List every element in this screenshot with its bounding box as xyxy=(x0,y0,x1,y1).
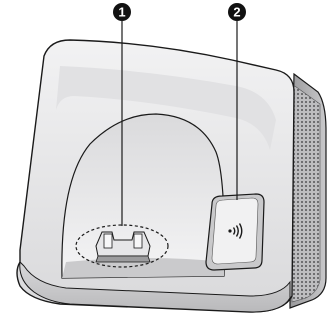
callout-2-number: 2 xyxy=(233,5,240,20)
callout-1-number: 1 xyxy=(118,5,125,20)
page-button[interactable] xyxy=(206,194,264,270)
speaker-grille xyxy=(292,84,320,302)
callout-2-marker: 2 xyxy=(228,3,246,21)
callout-1-marker: 1 xyxy=(113,3,131,21)
